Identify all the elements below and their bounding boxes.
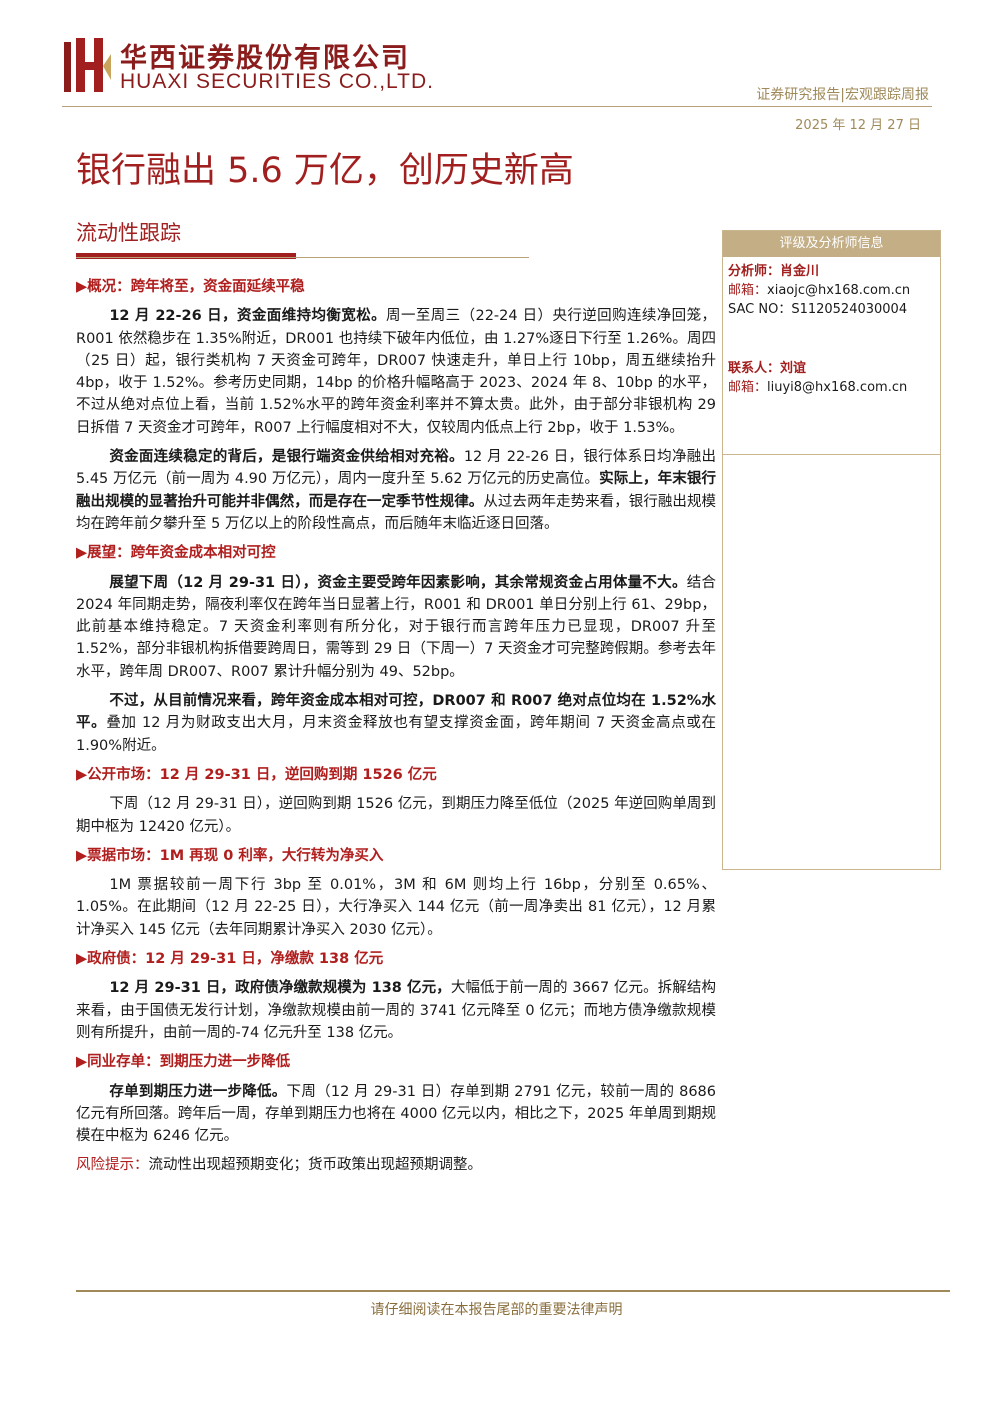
overview-heading: ▶概况：跨年将至，资金面延续平稳 (76, 279, 305, 295)
contact-email-row: 邮箱：liuyi8@hx168.com.cn (728, 378, 907, 398)
cd-heading: ▶同业存单：到期压力进一步降低 (76, 1054, 291, 1071)
analyst-sac-number: SAC NO：S1120524030004 (728, 302, 908, 317)
cd-lead: 存单到期压力进一步降低。 (109, 1083, 287, 1100)
cd-paragraph: 存单到期压力进一步降低。下周（12 月 29-31 日）存单到期 2791 亿元… (76, 1081, 716, 1148)
huaxi-logo-icon (64, 38, 111, 92)
cd-text: 下周（12 月 29-31 日）存单到期 2791 亿元，较前一周的 8686 … (76, 1083, 716, 1145)
contact-row: 联系人：刘谊 (728, 359, 806, 379)
overview-p1-lead: 12 月 22-26 日，资金面维持均衡宽松。 (109, 308, 387, 325)
outlook-p2-lead: 不过，从目前情况来看，跨年资金成本相对可控，DR007 和 R007 绝对点位均… (76, 693, 716, 732)
section-title: 流动性跟踪 (76, 221, 181, 245)
company-name-cn: 华西证券股份有限公司 (120, 43, 410, 74)
overview-p2-text-1: 12 月 22-26 日，银行体系日均净融出 5.45 万亿元（前一周为 4.9… (76, 449, 716, 488)
overview-p2-emphasis: 实际上，年末银行融出规模的显著抬升可能并非偶然，而是存在一定季节性规律。 (76, 471, 716, 510)
gov-bond-text: 大幅低于前一周的 3667 亿元。拆解结构来看，由于国债无发行计划，净缴款规模由… (76, 980, 717, 1041)
outlook-p1-lead: 展望下周（12 月 29-31 日），资金主要受跨年因素影响，其余常规资金占用体… (109, 574, 687, 591)
overview-p2-lead: 资金面连续稳定的背后，是银行端资金供给相对充裕。 (109, 449, 464, 466)
open-market-paragraph: 下周（12 月 29-31 日），逆回购到期 1526 亿元，到期压力降至低位（… (76, 796, 716, 835)
section-title-underline (76, 257, 529, 258)
company-name-en: HUAXI SECURITIES CO.,LTD. (120, 70, 434, 93)
analyst-info-box (722, 230, 941, 870)
analyst-name: 肖金川 (780, 264, 820, 279)
legal-disclaimer-note: 请仔细阅读在本报告尾部的重要法律声明 (370, 1302, 623, 1318)
report-date: 2025 年 12 月 27 日 (795, 118, 921, 133)
sidebar-divider (723, 454, 940, 455)
analyst-label: 分析师： (728, 264, 781, 279)
analyst-email-row: 邮箱：xiaojc@hx168.com.cn (728, 281, 910, 301)
contact-email-label: 邮箱： (728, 380, 768, 395)
overview-p1-text: 周一至周三（22-24 日）央行逆回购连续净回笼，R001 依然稳步在 1.35… (76, 308, 716, 436)
overview-paragraph-2: 资金面连续稳定的背后，是银行端资金供给相对充裕。12 月 22-26 日，银行体… (76, 446, 716, 535)
report-type: 证券研究报告|宏观跟踪周报 (756, 87, 929, 103)
risk-warning: 风险提示：流动性出现超预期变化；货币政策出现超预期调整。 (76, 1154, 716, 1176)
contact-email-link[interactable]: liuyi8@hx168.com.cn (767, 380, 908, 395)
risk-text: 流动性出现超预期变化；货币政策出现超预期调整。 (148, 1157, 483, 1174)
outlook-p1-text: 结合 2024 年同期走势，隔夜利率仅在跨年当日显著上行，R001 和 DR00… (76, 574, 717, 680)
gov-bond-lead: 12 月 29-31 日，政府债净缴款规模为 138 亿元， (109, 980, 451, 997)
report-body: ▶概况：跨年将至，资金面延续平稳 12 月 22-26 日，资金面维持均衡宽松。… (76, 272, 716, 1177)
analyst-email-label: 邮箱： (728, 283, 768, 298)
analyst-info-heading: 评级及分析师信息 (723, 231, 940, 257)
report-title: 银行融出 5.6 万亿，创历史新高 (76, 151, 574, 191)
open-market-heading: ▶公开市场：12 月 29-31 日，逆回购到期 1526 亿元 (76, 766, 437, 783)
bill-market-heading: ▶票据市场：1M 再现 0 利率，大行转为净买入 (76, 847, 384, 864)
footer-divider (76, 1290, 950, 1292)
risk-label: 风险提示： (76, 1157, 149, 1174)
outlook-paragraph-2: 不过，从目前情况来看，跨年资金成本相对可控，DR007 和 R007 绝对点位均… (76, 690, 716, 757)
contact-name: 刘谊 (780, 361, 807, 376)
outlook-heading: ▶展望：跨年资金成本相对可控 (76, 545, 276, 562)
section-title-bar (76, 253, 296, 259)
outlook-p2-text: 叠加 12 月为财政支出大月，月末资金释放也有望支撑资金面，跨年期间 7 天资金… (76, 715, 717, 754)
overview-p2-text-2: 从过去两年走势来看，银行融出规模均在跨年前夕攀升至 5 万亿以上的阶段性高点，而… (76, 493, 717, 532)
gov-bond-heading: ▶政府债：12 月 29-31 日，净缴款 138 亿元 (76, 951, 384, 968)
header-divider (62, 106, 932, 107)
overview-paragraph-1: 12 月 22-26 日，资金面维持均衡宽松。周一至周三（22-24 日）央行逆… (76, 305, 716, 439)
gov-bond-paragraph: 12 月 29-31 日，政府债净缴款规模为 138 亿元，大幅低于前一周的 3… (76, 977, 716, 1044)
analyst-row: 分析师：肖金川 (728, 262, 819, 282)
outlook-paragraph-1: 展望下周（12 月 29-31 日），资金主要受跨年因素影响，其余常规资金占用体… (76, 572, 716, 683)
contact-label: 联系人： (728, 361, 781, 376)
analyst-email-link[interactable]: xiaojc@hx168.com.cn (767, 283, 911, 298)
bill-market-paragraph: 1M 票据较前一周下行 3bp 至 0.01%，3M 和 6M 则均上行 16b… (76, 877, 716, 938)
